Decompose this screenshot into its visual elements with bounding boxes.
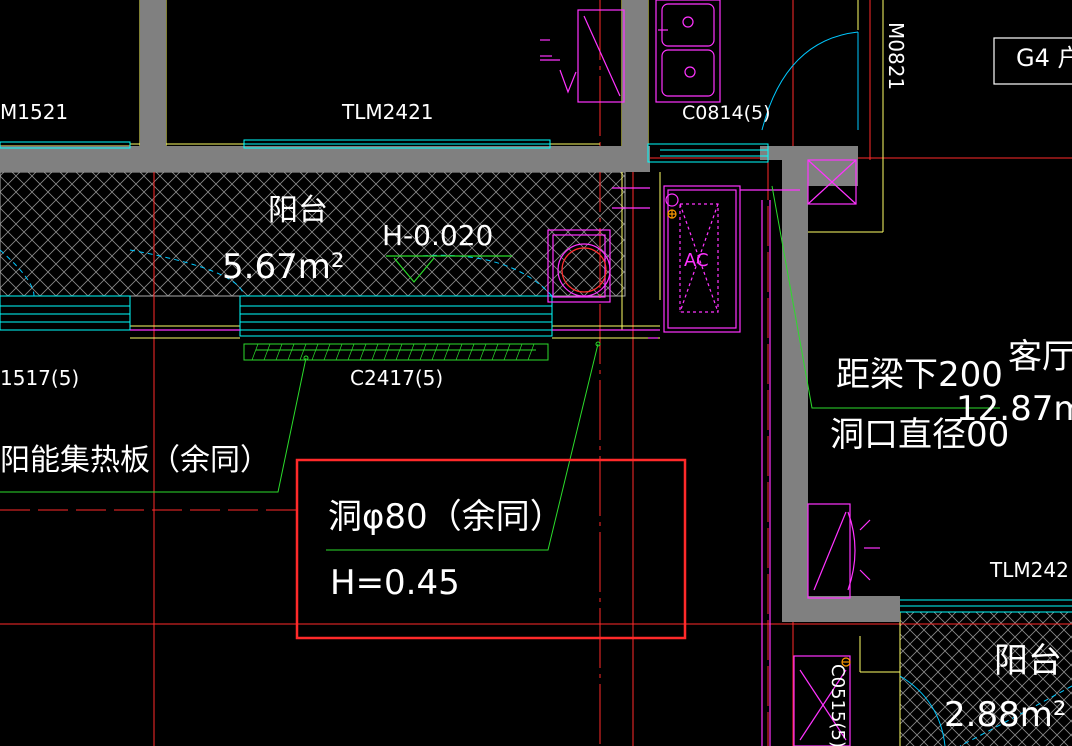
- balcony2-floor-hatch: [900, 612, 1072, 746]
- leader-lines: [0, 185, 1000, 551]
- window-label-vertical: C0515(5): [827, 664, 848, 746]
- door-label-m1521: M1521: [0, 100, 69, 124]
- window-label-c0814: C0814(5): [682, 102, 771, 124]
- balcony-floor-hatch: [0, 171, 626, 297]
- door-swings: [0, 31, 1072, 746]
- hole-note: 洞φ80（余同）: [328, 497, 564, 537]
- room-tag-box: [993, 37, 1072, 85]
- balcony-area: 5.67m²: [222, 247, 345, 287]
- window-label-1517: 1517(5): [0, 366, 80, 390]
- door-label-tlm2421: TLM2421: [342, 100, 434, 124]
- balcony-name: 阳台: [268, 193, 328, 228]
- windows-top: [0, 139, 769, 163]
- door-label-m0821: M0821: [884, 22, 908, 91]
- door-label-tlm242: TLM242: [990, 558, 1069, 582]
- level-marker: [386, 255, 512, 283]
- balcony2-area: 2.88m²: [944, 695, 1067, 735]
- small-markers: [667, 209, 851, 667]
- hole-diameter-note: 洞口直径00: [830, 415, 1010, 455]
- balcony-level: H-0.020: [382, 219, 494, 252]
- living-room-area: 12.87m: [956, 389, 1072, 429]
- windows-balcony: [0, 295, 1072, 613]
- ac-unit-label: AC: [684, 250, 709, 271]
- solar-collector-panel: [243, 343, 549, 361]
- beam-distance-note: 距梁下200: [836, 355, 1003, 395]
- room-tag-g4: G4 户: [1016, 44, 1072, 72]
- living-room-name: 客厅: [1008, 337, 1072, 377]
- hole-height: H=0.45: [330, 563, 460, 603]
- highlight-box[interactable]: [295, 458, 687, 640]
- balcony2-name: 阳台: [994, 641, 1062, 681]
- fixtures-magenta: [130, 0, 880, 746]
- solar-collector-note: 阳能集热板（余同）: [0, 443, 270, 478]
- walls: [0, 0, 900, 622]
- window-label-c2417: C2417(5): [350, 366, 444, 390]
